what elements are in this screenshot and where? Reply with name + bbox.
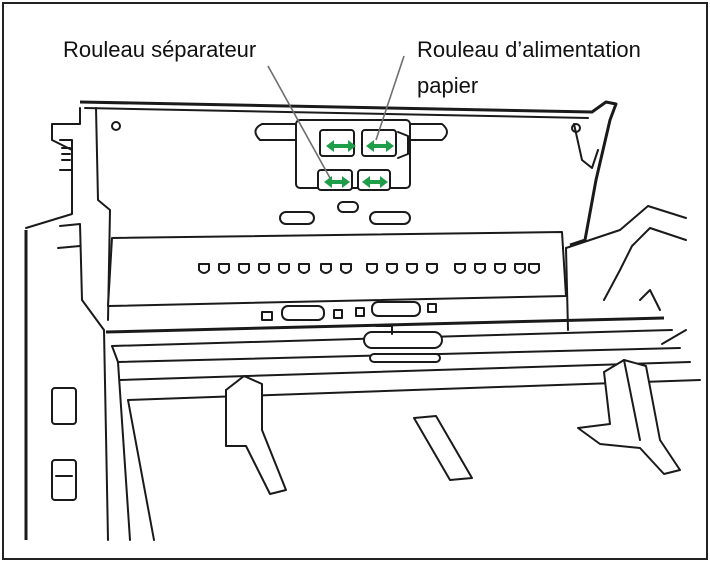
paper-guide-left (225, 375, 287, 495)
sensor-dot (528, 263, 540, 274)
sensor-dot (298, 263, 310, 274)
roller-pins (279, 201, 411, 225)
guide-slots (261, 301, 437, 321)
sensor-dot (426, 263, 438, 274)
feed-roller-arrow-upper (366, 140, 394, 152)
feed-roller-label-line1: Rouleau d’alimentation (417, 37, 641, 62)
feed-leader-line (375, 55, 405, 141)
right-housing (565, 205, 687, 345)
sensor-strip (107, 231, 567, 307)
sensor-dot (238, 263, 250, 274)
separator-roller-arrow-upper (326, 140, 356, 152)
sensor-dot (218, 263, 230, 274)
separator-roller-label: Rouleau séparateur (63, 37, 257, 62)
sensor-dot (514, 263, 526, 274)
tray-slot (413, 415, 473, 481)
sensor-dot (454, 263, 466, 274)
feed-roller-arrow-lower (362, 176, 388, 188)
sensor-dot (474, 263, 486, 274)
sensor-dot (366, 263, 378, 274)
sensor-dot (258, 263, 270, 274)
sensor-dot (198, 263, 210, 274)
top-cover (79, 100, 618, 321)
sensor-dot (386, 263, 398, 274)
separator-roller-arrow-lower (324, 176, 350, 188)
roller-arrows (324, 140, 394, 188)
sensor-dot (340, 263, 352, 274)
sensor-dot (320, 263, 332, 274)
left-housing (24, 107, 109, 541)
sensor-dot (494, 263, 506, 274)
feed-roller-label-line2: papier (417, 73, 479, 98)
paper-guide-right (577, 359, 681, 475)
sensor-dot (278, 263, 290, 274)
sensor-dot (406, 263, 418, 274)
separator-leader-line (267, 65, 331, 179)
roller-module (254, 119, 448, 191)
